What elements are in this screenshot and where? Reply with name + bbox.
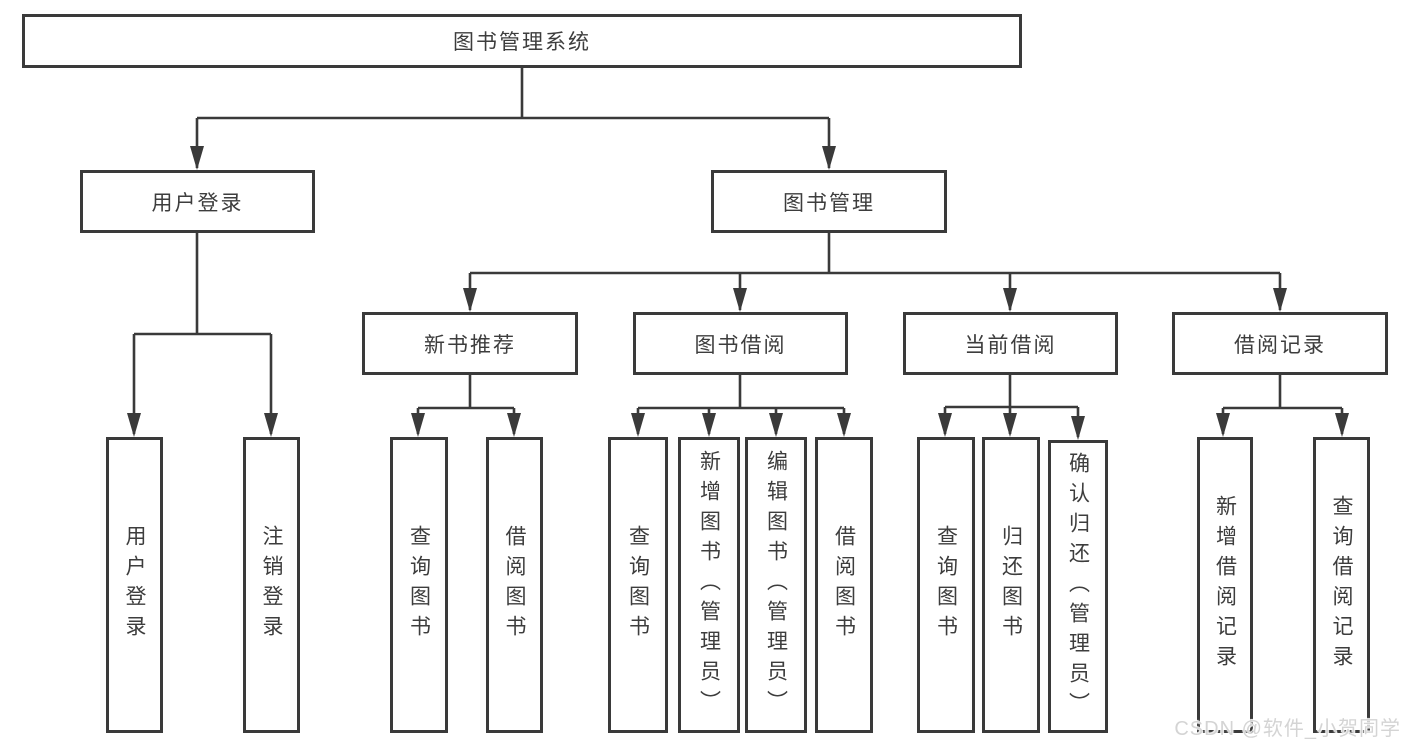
- leaf-borrow-edit-admin: 编辑图书（管理员）: [745, 437, 807, 733]
- arrowhead-icon: [264, 413, 278, 437]
- csdn-watermark: CSDN @软件_小贺同学: [1174, 718, 1401, 740]
- arrowhead-icon: [837, 413, 851, 437]
- leaf-borrow-query: 查询图书: [608, 437, 668, 733]
- arrowhead-icon: [411, 413, 425, 437]
- node-current-borrow: 当前借阅: [903, 312, 1118, 375]
- arrowhead-icon: [938, 413, 952, 437]
- arrowhead-icon: [463, 288, 477, 312]
- node-book-management: 图书管理: [711, 170, 947, 233]
- arrowhead-icon: [822, 146, 836, 170]
- arrowhead-icon: [507, 413, 521, 437]
- leaf-user-login: 用户登录: [106, 437, 163, 733]
- leaf-borrow-borrow: 借阅图书: [815, 437, 873, 733]
- arrowhead-icon: [1003, 413, 1017, 437]
- arrowhead-icon: [1216, 413, 1230, 437]
- leaf-record-add: 新增借阅记录: [1197, 437, 1253, 733]
- node-user-login: 用户登录: [80, 170, 315, 233]
- arrowhead-icon: [702, 413, 716, 437]
- node-book-borrow: 图书借阅: [633, 312, 848, 375]
- leaf-record-query: 查询借阅记录: [1313, 437, 1370, 733]
- leaf-current-return: 归还图书: [982, 437, 1040, 733]
- arrowhead-icon: [769, 413, 783, 437]
- leaf-borrow-add-admin: 新增图书（管理员）: [678, 437, 740, 733]
- arrowhead-icon: [190, 146, 204, 170]
- arrowhead-icon: [1273, 288, 1287, 312]
- leaf-newbook-borrow: 借阅图书: [486, 437, 543, 733]
- arrowhead-icon: [1071, 416, 1085, 440]
- arrowhead-icon: [127, 413, 141, 437]
- node-new-book-recommend: 新书推荐: [362, 312, 578, 375]
- node-root: 图书管理系统: [22, 14, 1022, 68]
- leaf-current-confirm-admin: 确认归还（管理员）: [1048, 440, 1108, 733]
- node-borrow-record: 借阅记录: [1172, 312, 1388, 375]
- arrowhead-icon: [1335, 413, 1349, 437]
- arrowhead-icon: [733, 288, 747, 312]
- leaf-logout: 注销登录: [243, 437, 300, 733]
- arrowhead-icon: [631, 413, 645, 437]
- leaf-newbook-query: 查询图书: [390, 437, 448, 733]
- leaf-current-query: 查询图书: [917, 437, 975, 733]
- arrowhead-icon: [1003, 288, 1017, 312]
